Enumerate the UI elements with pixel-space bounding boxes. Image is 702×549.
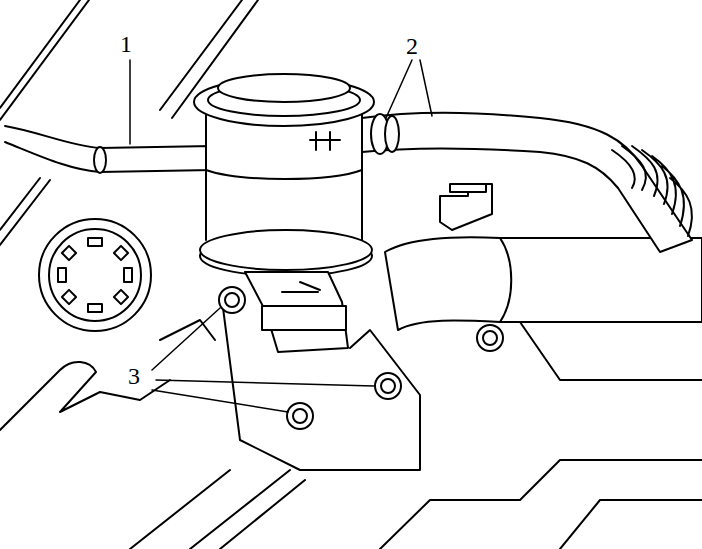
valve-band	[206, 170, 362, 179]
slot	[88, 304, 102, 312]
leader-line	[152, 308, 374, 412]
round-connector	[39, 219, 151, 331]
frame-band	[0, 0, 89, 120]
bolt-head	[225, 293, 239, 307]
valve-flange	[200, 230, 372, 270]
callout-number: 2	[404, 34, 420, 58]
hose-clamp	[385, 116, 399, 152]
slot	[114, 246, 128, 260]
valve-cap-top	[218, 74, 350, 102]
slot	[114, 290, 128, 304]
bolt-head	[381, 379, 395, 393]
frame-band	[0, 178, 50, 245]
leader-line	[386, 60, 432, 118]
frame-line	[520, 322, 702, 380]
hose	[5, 126, 212, 172]
callout-number: 3	[126, 364, 142, 388]
slot	[88, 238, 102, 246]
callout-number: 1	[118, 32, 134, 56]
actuator-plug	[262, 306, 346, 330]
slot	[58, 268, 66, 282]
valve-port	[310, 132, 340, 150]
bolt	[219, 287, 245, 313]
hose	[362, 113, 692, 252]
connector-block	[440, 184, 492, 230]
bolt	[477, 325, 503, 351]
hose-clamp	[94, 147, 106, 173]
actuator-detail	[282, 282, 320, 292]
slot	[62, 290, 76, 304]
bolt-head	[483, 331, 497, 345]
frame-line	[130, 470, 305, 549]
pipe	[385, 237, 702, 330]
bolt-head	[293, 409, 307, 423]
round-connector-inner	[49, 229, 141, 321]
actuator	[245, 272, 348, 352]
bolt	[375, 373, 401, 399]
connector-slots	[58, 238, 132, 312]
pipe-edge	[500, 238, 511, 322]
slot	[124, 268, 132, 282]
bellows	[612, 146, 692, 236]
hook-bracket	[0, 362, 170, 430]
slot	[62, 246, 76, 260]
leader-line	[129, 60, 131, 144]
frame-line	[380, 460, 702, 549]
connector-tab	[450, 184, 486, 192]
bolt	[287, 403, 313, 429]
